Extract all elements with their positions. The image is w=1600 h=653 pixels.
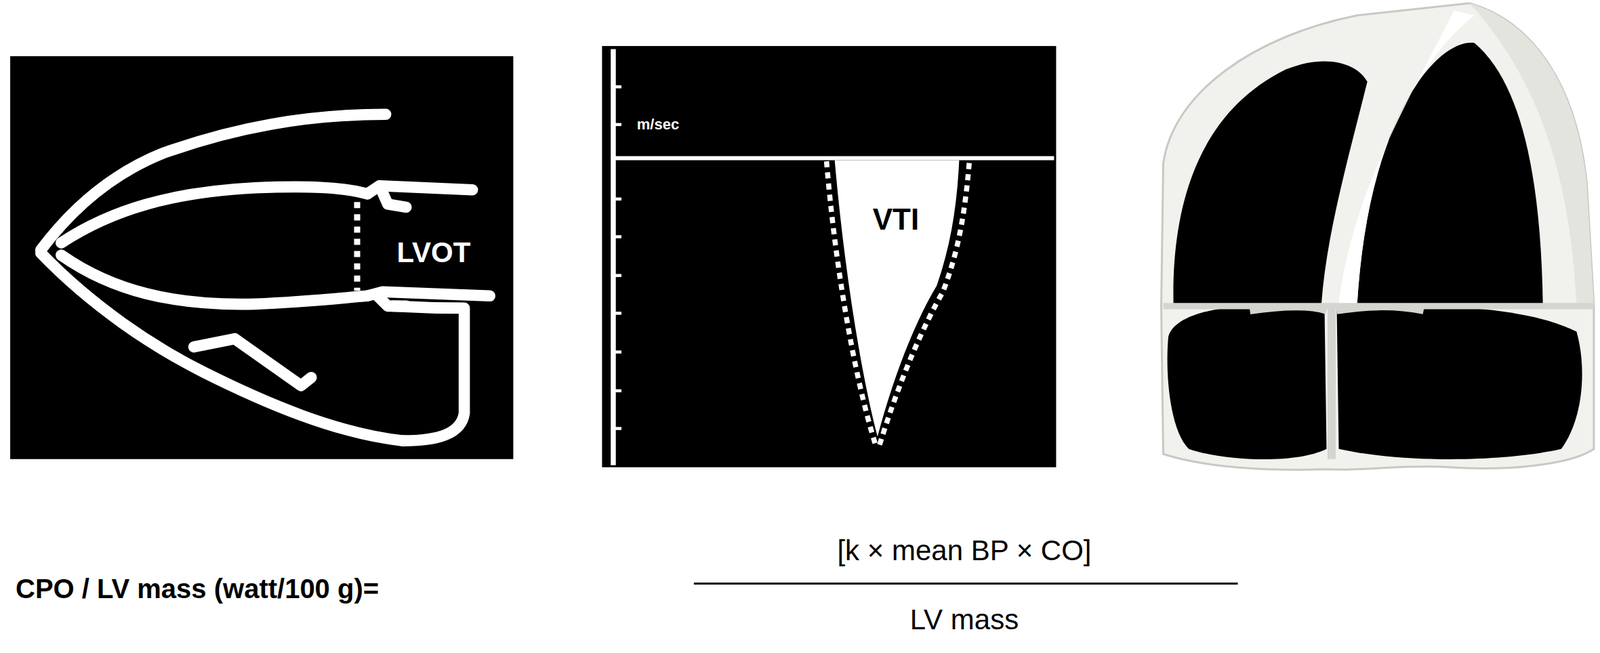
formula-numerator: [k × mean BP × CO] (836, 534, 1092, 568)
doppler-trace (601, 46, 1056, 468)
axis-unit: m/sec (637, 115, 680, 133)
structure-label: LVOT (397, 236, 471, 270)
formula-denominator: LV mass (910, 603, 1019, 637)
heart-section (1161, 3, 1594, 471)
fraction-bar (693, 582, 1239, 585)
area-label: VTI (872, 202, 919, 238)
formula-lhs: CPO / LV mass (watt/100 g)= (15, 573, 379, 605)
plax-schematic (10, 56, 514, 460)
